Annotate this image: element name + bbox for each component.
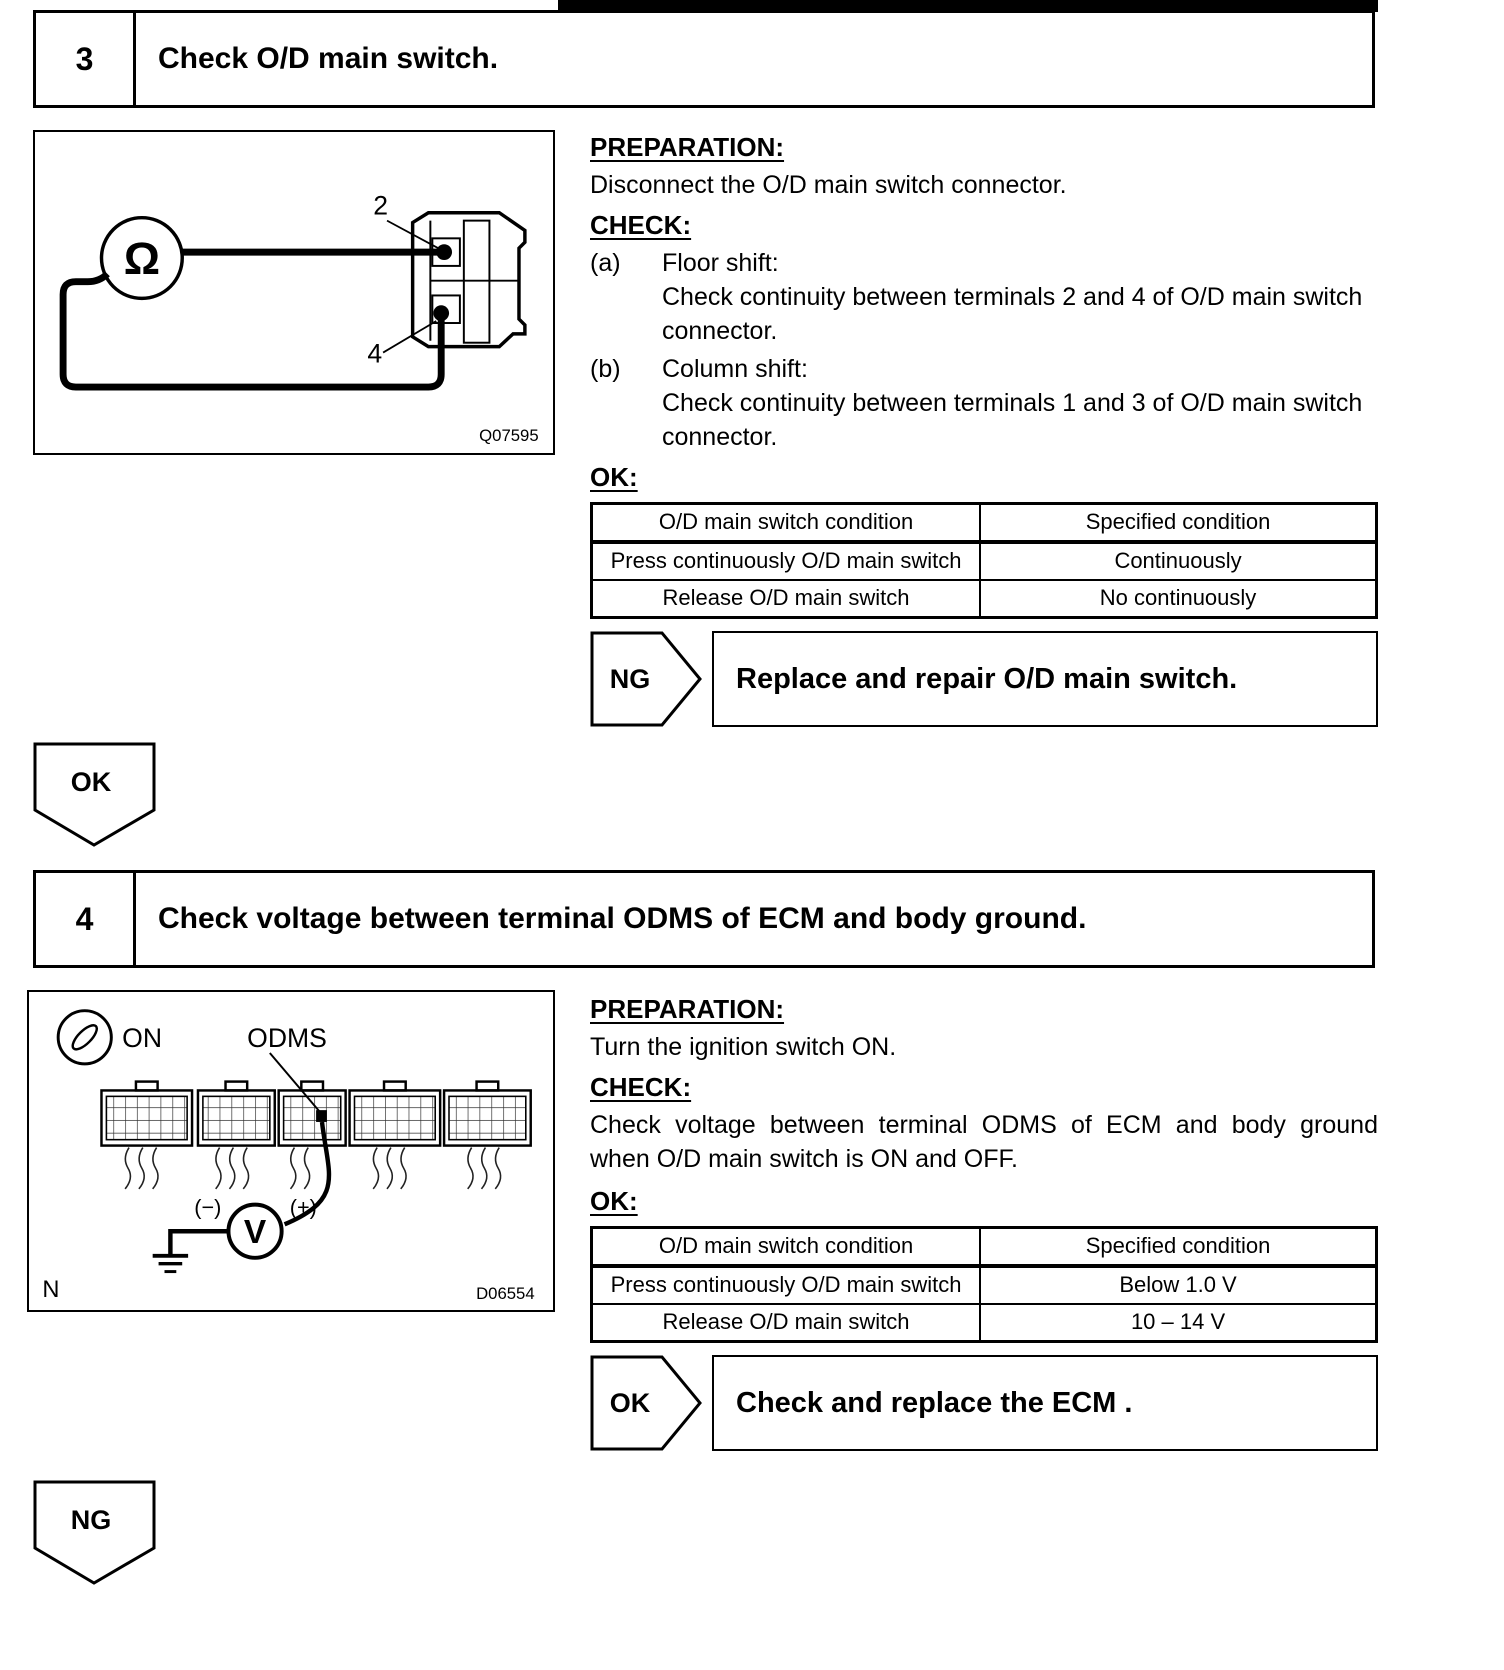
step4-spec-table: O/D main switch condition Specified cond… <box>590 1226 1378 1343</box>
corner-label: N <box>42 1277 59 1303</box>
table-row: Release O/D main switch No continuously <box>590 578 1378 619</box>
minus-terminal-label: (−) <box>194 1194 221 1219</box>
ground-icon <box>152 1229 229 1274</box>
table-row: Release O/D main switch 10 – 14 V <box>590 1302 1378 1343</box>
step4-figure-id: D06554 <box>476 1284 535 1303</box>
table-cell: Release O/D main switch <box>590 578 982 619</box>
step3-number: 3 <box>36 13 136 105</box>
table-cell: Continuously <box>979 540 1378 581</box>
ok-arrow-label: OK <box>71 767 112 797</box>
ok-badge-label: OK <box>610 1388 651 1418</box>
check-item-a-text: Check continuity between terminals 2 and… <box>662 283 1363 345</box>
ng-down-arrow: NG <box>33 1480 156 1585</box>
check-item-b-body: Column shift: Check continuity between t… <box>662 352 1378 454</box>
check-item-b-marker: (b) <box>590 355 621 383</box>
step3-title: Check O/D main switch. <box>158 42 499 75</box>
ng-badge: NG <box>590 631 702 727</box>
check-item-a-heading: Floor shift: <box>662 249 779 277</box>
step4-ok-label: OK: <box>590 1186 638 1216</box>
step4-figure: ON ODMS <box>27 990 555 1312</box>
step3-ok-label: OK: <box>590 462 638 492</box>
odms-leader-line <box>269 1052 321 1113</box>
step4-check-label: CHECK: <box>590 1072 692 1102</box>
terminal-4-leader-line <box>382 320 437 354</box>
step3-check-label: CHECK: <box>590 210 692 240</box>
table-row: Press continuously O/D main switch Below… <box>590 1264 1378 1305</box>
step4-title: Check voltage between terminal ODMS of E… <box>158 902 1087 935</box>
step4-action-box: Check and replace the ECM . <box>712 1355 1378 1451</box>
odms-label: ODMS <box>247 1023 327 1053</box>
table-cell: No continuously <box>979 578 1378 619</box>
ok-connector: OK <box>33 742 157 853</box>
step3-figure: Ω 2 4 Q07595 <box>33 130 555 455</box>
terminal-2-leader-line <box>386 219 439 249</box>
table-header-cell: O/D main switch condition <box>590 502 982 544</box>
step3-figure-id: Q07595 <box>479 426 539 445</box>
step4-preparation-text: Turn the ignition switch ON. <box>590 1033 897 1061</box>
ok-down-arrow: OK <box>33 742 156 847</box>
top-edge-artifact <box>558 0 1378 12</box>
check-item-b-text: Check continuity between terminals 1 and… <box>662 389 1363 451</box>
table-cell: 10 – 14 V <box>979 1302 1378 1343</box>
ng-arrow-label: NG <box>71 1505 112 1535</box>
check-item-b: (b) Column shift: Check continuity betwe… <box>590 352 1378 454</box>
terminal-4-label: 4 <box>367 338 382 368</box>
step4-check-text: Check voltage between terminal ODMS of E… <box>590 1111 1378 1173</box>
table-header-cell: O/D main switch condition <box>590 1226 982 1268</box>
step3-action-box: Replace and repair O/D main switch. <box>712 631 1378 727</box>
ignition-key-icon <box>56 1009 113 1066</box>
table-cell: Press continuously O/D main switch <box>590 540 982 581</box>
terminal-4-pin <box>433 305 450 322</box>
table-row: Press continuously O/D main switch Conti… <box>590 540 1378 581</box>
ok-badge: OK <box>590 1355 702 1451</box>
terminal-2-pin <box>436 244 453 260</box>
ng-badge-label: NG <box>610 664 651 694</box>
table-cell: Below 1.0 V <box>979 1264 1378 1305</box>
voltmeter-symbol: V <box>244 1214 267 1251</box>
table-header-row: O/D main switch condition Specified cond… <box>590 502 1378 544</box>
table-header-cell: Specified condition <box>979 1226 1378 1268</box>
check-item-b-heading: Column shift: <box>662 355 808 383</box>
connector-drawing <box>410 211 527 349</box>
continuity-check-diagram: Ω 2 4 Q07595 <box>59 191 539 445</box>
wire-harness <box>124 1146 502 1190</box>
step4-number: 4 <box>36 873 136 965</box>
ng-connector: NG <box>33 1480 157 1591</box>
omega-symbol: Ω <box>124 233 160 284</box>
table-cell: Press continuously O/D main switch <box>590 1264 982 1305</box>
terminal-2-label: 2 <box>373 191 388 221</box>
step4-preparation-label: PREPARATION: <box>590 994 785 1024</box>
step3-content: PREPARATION: Disconnect the O/D main swi… <box>590 130 1378 727</box>
step3-preparation-text: Disconnect the O/D main switch connector… <box>590 171 1067 199</box>
step3-result: NG Replace and repair O/D main switch. <box>590 631 1378 727</box>
plus-terminal-label: (+) <box>290 1194 317 1219</box>
step4-header: 4 Check voltage between terminal ODMS of… <box>33 870 1375 968</box>
step3-preparation-label: PREPARATION: <box>590 132 785 162</box>
test-lead-loop <box>59 271 445 391</box>
check-item-a: (a) Floor shift: Check continuity betwee… <box>590 246 1378 348</box>
ignition-on-label: ON <box>122 1023 162 1053</box>
ecm-voltage-diagram: ON ODMS <box>42 1009 535 1303</box>
check-item-a-marker: (a) <box>590 249 621 277</box>
step3-spec-table: O/D main switch condition Specified cond… <box>590 502 1378 619</box>
check-item-a-body: Floor shift: Check continuity between te… <box>662 246 1378 348</box>
step4-result: OK Check and replace the ECM . <box>590 1355 1378 1451</box>
table-cell: Release O/D main switch <box>590 1302 982 1343</box>
step4-content: PREPARATION: Turn the ignition switch ON… <box>590 992 1378 1451</box>
table-header-row: O/D main switch condition Specified cond… <box>590 1226 1378 1268</box>
ecm-connectors <box>100 1080 532 1147</box>
ohmmeter-icon <box>99 215 184 301</box>
probe-wire-positive <box>283 1121 332 1227</box>
odms-pin <box>316 1110 327 1122</box>
step3-header: 3 Check O/D main switch. <box>33 10 1375 108</box>
table-header-cell: Specified condition <box>979 502 1378 544</box>
